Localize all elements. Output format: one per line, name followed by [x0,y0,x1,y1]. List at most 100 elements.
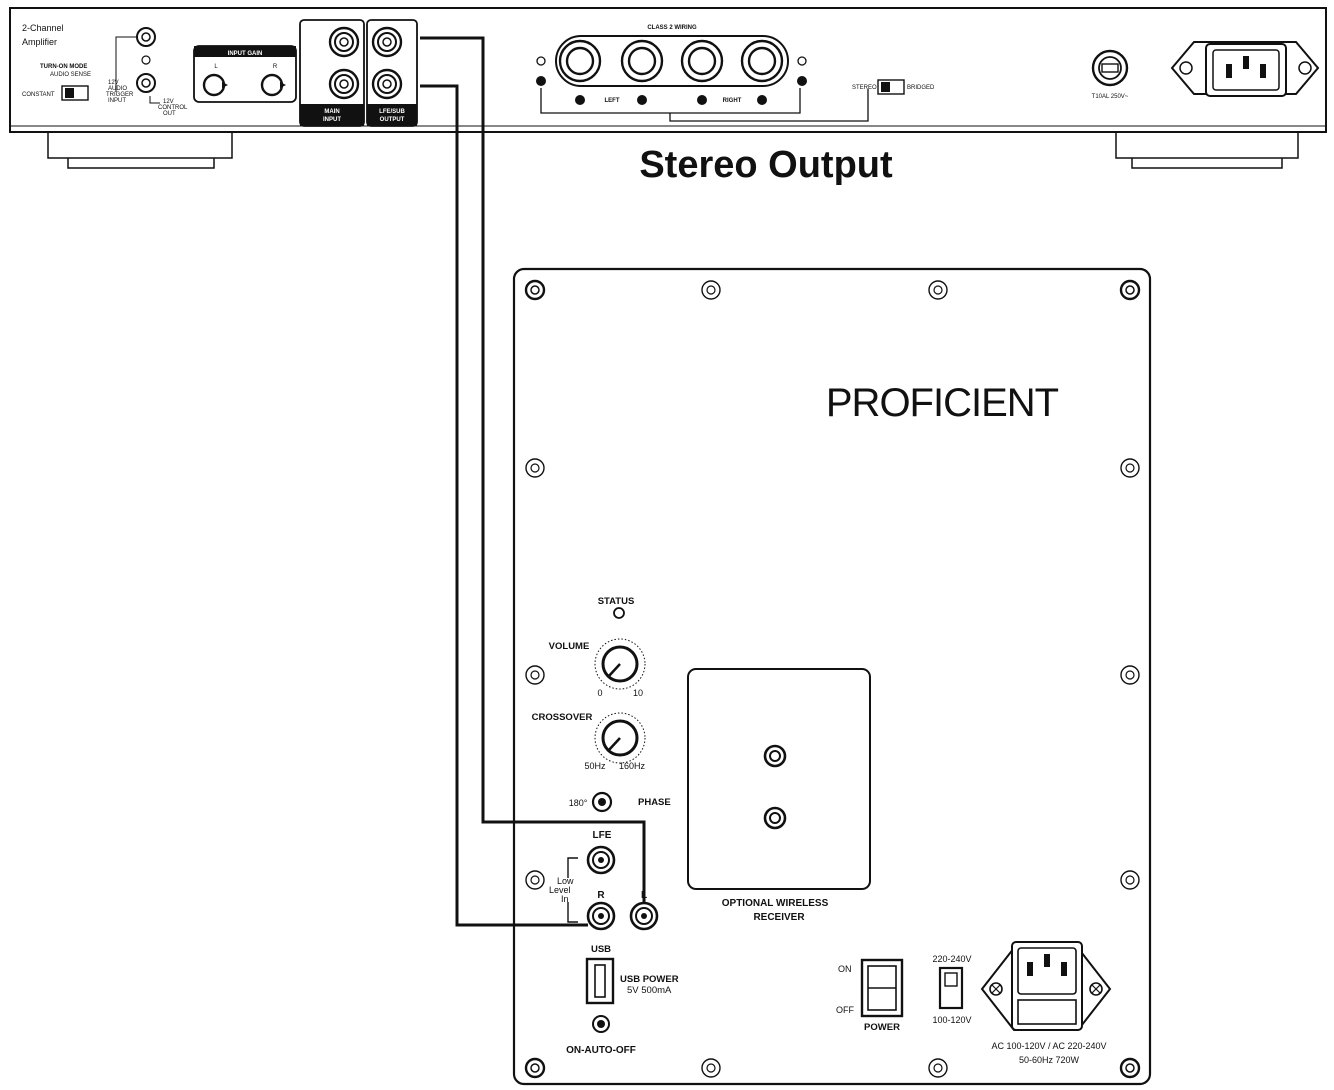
status-label: STATUS [598,596,635,607]
amplifier-right-foot [1115,132,1299,169]
volume-max-label: 10 [633,688,643,698]
control-output-jack[interactable] [136,73,156,93]
right-positive-marker-icon [757,95,767,105]
trigger-led-icon [141,55,151,65]
terminal-marker-left-top-icon [536,56,546,66]
subwoofer-ac-inlet[interactable] [980,941,1112,1031]
trigger-text-3: TRIGGER [106,92,134,98]
diagram-title: Stereo Output [639,144,893,186]
main-input-group: MAIN INPUT [299,19,365,127]
input-gain-left-knob[interactable] [202,73,228,97]
low-level-label-1: Low [557,876,574,886]
stereo-label: STEREO [852,85,877,91]
class2-wiring-label: CLASS 2 WIRING [647,25,697,31]
power-switch[interactable] [860,958,904,1018]
wireless-receiver-label-2: RECEIVER [753,912,805,923]
speaker-terminal-right-positive[interactable] [740,39,784,83]
amplifier-name-line2: Amplifier [22,37,57,47]
low-level-label-2: Level [549,885,571,895]
low-level-label-3: In [561,894,569,904]
speaker-right-label: RIGHT [723,98,742,104]
lfe-output-right-jack[interactable] [371,68,403,100]
on-auto-off-label: ON-AUTO-OFF [566,1045,636,1056]
speaker-terminal-block [555,35,789,87]
trigger-text-4: INPUT [108,98,126,104]
screw-icon [1120,665,1140,685]
amplifier-ac-inlet[interactable] [1170,41,1320,97]
screw-icon [1120,870,1140,890]
amplifier-rear-panel: 2-Channel Amplifier TURN-ON MODE AUDIO S… [9,7,1327,169]
screw-icon [1119,1057,1141,1079]
lfe-input-jack[interactable] [586,845,616,875]
lfe-input-label: LFE [593,830,612,841]
lfe-output-left-jack[interactable] [371,26,403,58]
fuse-holder[interactable] [1091,49,1129,87]
speaker-terminal-right-negative[interactable] [680,39,724,83]
speaker-terminal-left-negative[interactable] [620,39,664,83]
screw-icon [701,1058,721,1078]
crossover-knob[interactable] [594,712,646,764]
trigger-input-jack[interactable] [136,27,156,47]
input-gain-label: INPUT GAIN [228,51,263,57]
usb-label: USB [591,944,611,955]
on-auto-off-switch[interactable] [592,1015,610,1033]
control-text-1: 12V [163,99,174,105]
volume-label: VOLUME [549,641,590,652]
power-label: POWER [864,1022,900,1033]
right-negative-marker-icon [697,95,707,105]
left-negative-marker-icon [637,95,647,105]
terminal-marker-right-bottom-icon [797,76,807,86]
wireless-receiver-label-1: OPTIONAL WIRELESS [722,898,829,909]
voltage-selector[interactable] [938,966,964,1010]
screw-icon [524,279,546,301]
screw-icon [701,280,721,300]
trigger-text-1: 12V [108,80,119,86]
usb-power-label-2: 5V 500mA [627,985,672,996]
wireless-connector-bottom[interactable] [763,806,787,830]
power-on-label: ON [838,964,852,974]
main-input-label-2: INPUT [323,117,341,123]
status-led-icon [613,607,625,619]
screw-icon [525,870,545,890]
ac-rating-label-2: 50-60Hz 720W [1019,1055,1080,1065]
lfe-output-group: LFE/SUB OUTPUT [366,19,418,127]
power-off-label: OFF [836,1005,854,1015]
ac-rating-label-1: AC 100-120V / AC 220-240V [991,1041,1106,1051]
screw-icon [928,280,948,300]
main-input-left-jack[interactable] [328,26,360,58]
usb-power-label-1: USB POWER [620,974,679,985]
input-r-jack[interactable] [586,901,616,931]
main-input-right-jack[interactable] [328,68,360,100]
bridged-label: BRIDGED [907,85,935,91]
phase-switch[interactable] [591,791,613,813]
wireless-receiver-bay [687,668,871,890]
speaker-terminal-left-positive[interactable] [558,39,602,83]
input-gain-right-label: R [273,64,278,70]
cable-left-lfe-to-input-l [420,36,646,903]
volume-min-label: 0 [597,688,602,698]
input-r-label: R [597,890,605,901]
voltage-high-label: 220-240V [932,954,971,964]
screw-icon [524,1057,546,1079]
screw-icon [1119,279,1141,301]
screw-icon [1120,458,1140,478]
control-text-3: OUT [163,111,176,117]
stereo-bridged-switch[interactable] [877,79,905,95]
usb-port[interactable] [585,957,615,1005]
input-gain-left-label: L [214,64,218,70]
turn-on-mode-switch[interactable] [61,85,89,101]
left-positive-marker-icon [575,95,585,105]
control-bracket [149,96,160,104]
turn-on-mode-label: TURN-ON MODE [40,64,87,70]
low-level-bracket [567,857,578,923]
input-l-jack[interactable] [629,901,659,931]
input-gain-right-knob[interactable] [260,73,286,97]
amplifier-name-line1: 2-Channel [22,23,64,33]
wireless-connector-top[interactable] [763,744,787,768]
terminal-bracket [540,88,869,122]
amplifier-left-foot [47,132,233,169]
volume-knob[interactable] [594,638,646,690]
cable-right-lfe-to-input-r [420,84,588,927]
speaker-left-label: LEFT [605,98,620,104]
phase-label: PHASE [638,797,671,808]
